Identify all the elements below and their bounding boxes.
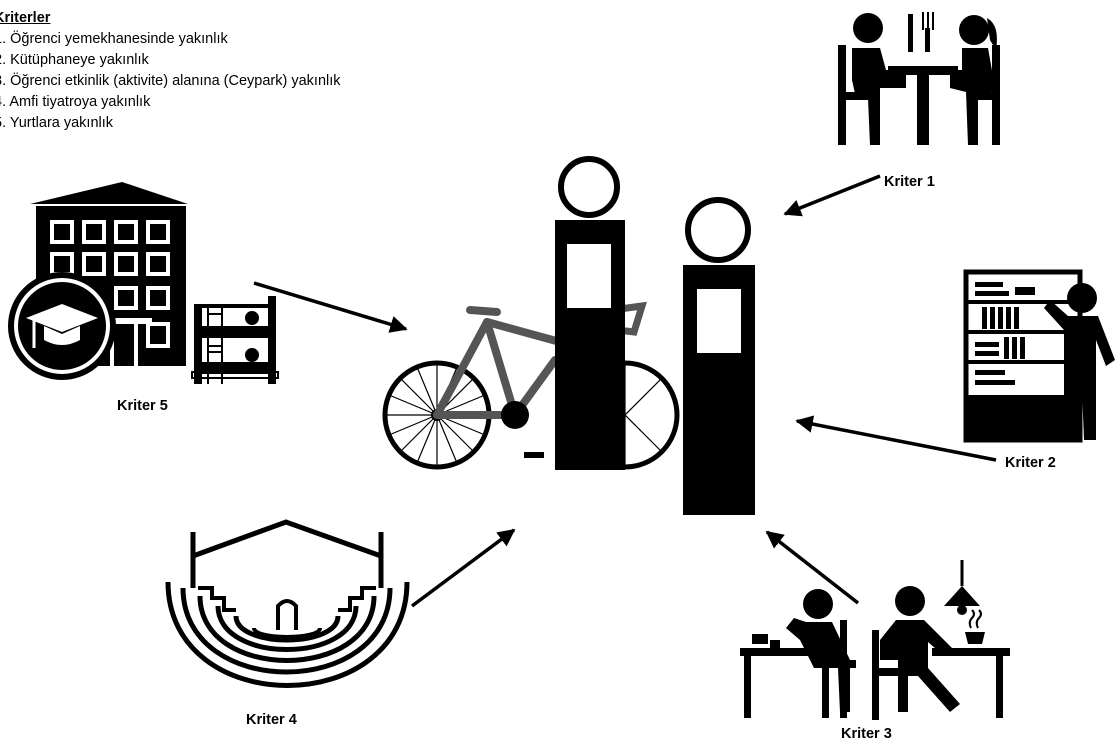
criterion-2: 2. Kütüphaneye yakınlık	[0, 52, 149, 68]
dormitory-icon	[8, 182, 279, 384]
arrow-kriter-3	[765, 530, 860, 605]
bike-station-icon	[382, 156, 755, 515]
label-kriter-2: Kriter 2	[1005, 455, 1056, 471]
bicycle-icon	[382, 301, 680, 470]
amphitheater-icon	[165, 519, 410, 688]
label-kriter-1: Kriter 1	[884, 174, 935, 190]
arrow-kriter-4	[410, 528, 516, 608]
library-icon	[963, 269, 1115, 443]
label-kriter-3: Kriter 3	[841, 726, 892, 742]
criterion-3: 3. Öğrenci etkinlik (aktivite) alanına (…	[0, 73, 341, 89]
criterion-5: 5. Yurtlara yakınlık	[0, 115, 114, 131]
arrow-kriter-1	[783, 174, 881, 217]
activity-area-icon	[740, 560, 1010, 720]
bunk-bed-icon	[191, 296, 279, 384]
dock-1	[555, 156, 625, 470]
criteria-list: Kriterler 1. Öğrenci yemekhanesinde yakı…	[0, 8, 341, 134]
dining-hall-icon	[838, 12, 1000, 145]
arrow-kriter-2	[795, 415, 997, 462]
criterion-1: 1. Öğrenci yemekhanesinde yakınlık	[0, 31, 228, 47]
criterion-4: 4. Amfi tiyatroya yakınlık	[0, 94, 151, 110]
dock-2	[683, 197, 755, 515]
label-kriter-5: Kriter 5	[117, 398, 168, 414]
label-kriter-4: Kriter 4	[246, 712, 297, 728]
criteria-title: Kriterler	[0, 10, 51, 26]
arrow-kriter-5	[253, 281, 408, 333]
